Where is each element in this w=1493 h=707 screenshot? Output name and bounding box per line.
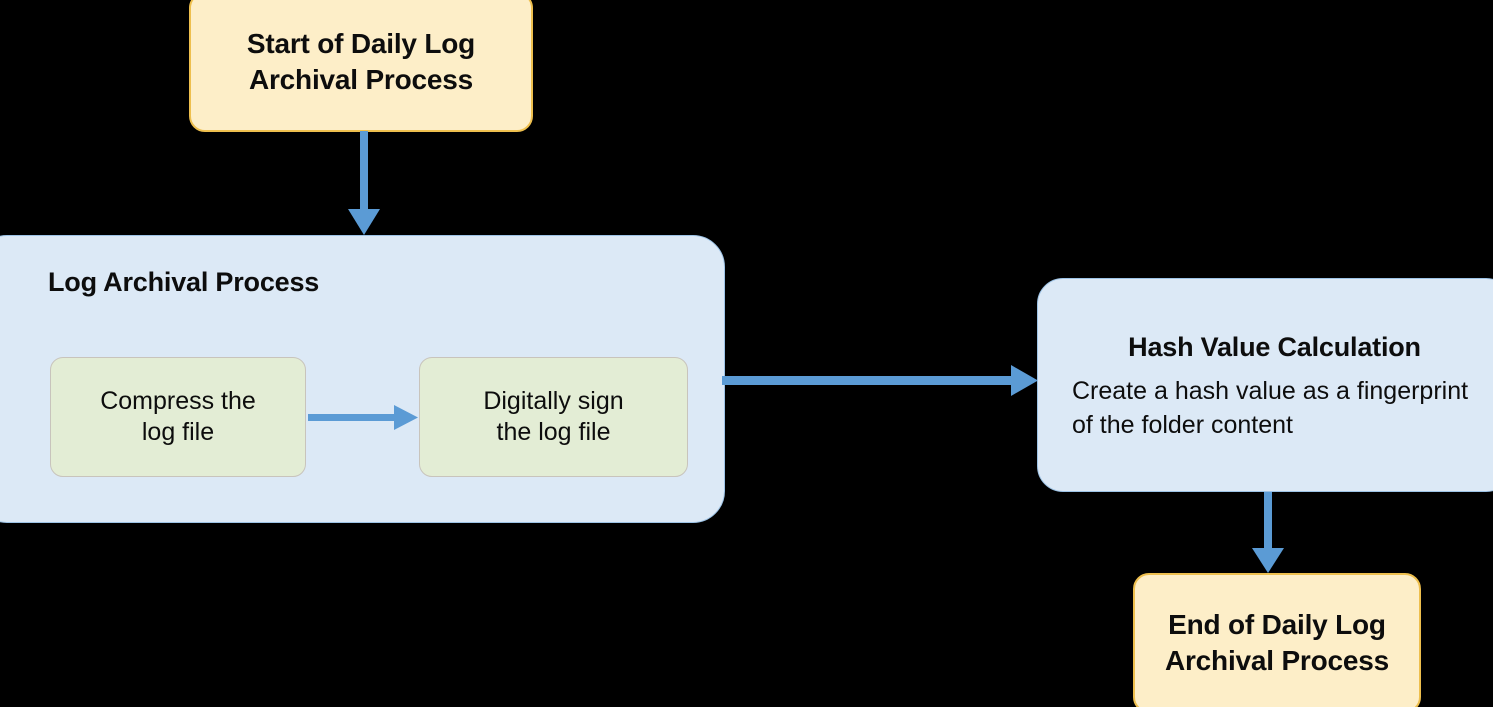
end-node[interactable]: End of Daily Log Archival Process	[1133, 573, 1421, 707]
step-sign-label-line1: Digitally sign	[483, 386, 624, 415]
start-node[interactable]: Start of Daily Log Archival Process	[189, 0, 533, 132]
connector-compress-to-sign	[308, 400, 420, 434]
end-node-label-line1: End of Daily Log	[1168, 609, 1386, 641]
arrow-head-right	[394, 405, 418, 430]
connector-start-to-log-archival	[344, 131, 384, 237]
arrow-head-down	[348, 209, 380, 235]
arrow-shaft	[1264, 492, 1272, 550]
step-compress-the-log-file[interactable]: Compress the log file	[50, 357, 306, 477]
log-archival-process-title: Log Archival Process	[48, 267, 320, 297]
hash-value-calculation-title: Hash Value Calculation	[1128, 332, 1421, 363]
arrow-shaft	[308, 414, 396, 421]
arrow-head-down	[1252, 548, 1284, 573]
start-node-label-line2: Archival Process	[248, 64, 474, 95]
start-node-label-line1: Start of Daily Log	[246, 28, 476, 60]
arrow-shaft	[722, 376, 1014, 385]
connector-hash-to-end	[1248, 492, 1288, 576]
hash-value-calculation-body: Create a hash value as a fingerprint of …	[1072, 377, 1469, 439]
step-compress-label-line1: Compress the	[100, 386, 256, 415]
step-digitally-sign-the-log-file[interactable]: Digitally sign the log file	[419, 357, 688, 477]
hash-value-calculation-box[interactable]: Hash Value Calculation Create a hash val…	[1037, 278, 1493, 492]
step-compress-label-line2: log file	[141, 418, 215, 446]
arrow-head-right	[1011, 365, 1038, 396]
step-sign-label-line2: the log file	[496, 418, 611, 446]
connector-log-archival-to-hash	[722, 363, 1040, 399]
arrow-shaft	[360, 131, 368, 211]
end-node-label-line2: Archival Process	[1164, 645, 1390, 676]
